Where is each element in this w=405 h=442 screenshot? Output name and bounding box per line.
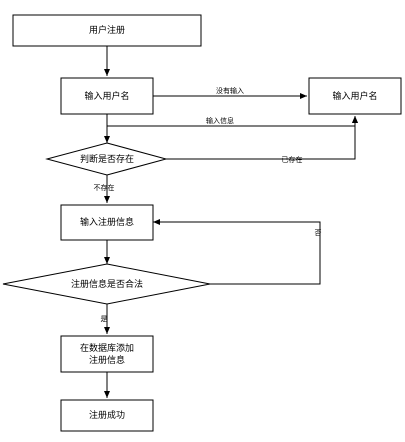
edge-label-no: 否 <box>315 229 322 237</box>
node-input-username-label: 输入用户名 <box>84 90 129 102</box>
node-input-register-info-label: 输入注册信息 <box>80 216 134 228</box>
node-input-username-right-label: 输入用户名 <box>332 90 377 102</box>
node-user-register-box <box>12 14 202 47</box>
node-register-success-label: 注册成功 <box>89 409 125 421</box>
edge-exists-loop <box>166 116 358 160</box>
edge-invalid-loop <box>153 219 321 285</box>
node-input-username-box <box>60 77 154 115</box>
node-add-to-db-label-line2: 注册信息 <box>89 354 125 366</box>
edge-label-yes: 是 <box>101 315 108 323</box>
edge-label-no-input: 没有输入 <box>216 86 244 95</box>
node-check-exists-diamond <box>45 142 168 176</box>
node-input-username-right-box <box>308 77 402 115</box>
node-add-to-db-box <box>60 335 154 373</box>
node-register-success-box <box>60 399 154 432</box>
node-user-register-label: 用户注册 <box>89 24 125 36</box>
edge-label-input-info: 输入信息 <box>206 116 234 125</box>
node-input-register-info-box <box>60 204 154 241</box>
node-add-to-db-label-line1: 在数据库添加 <box>80 342 134 354</box>
edge-label-not-exists: 不存在 <box>94 183 115 192</box>
node-check-valid-label: 注册信息是否合法 <box>71 278 143 290</box>
edge-label-exists: 已存在 <box>282 155 303 164</box>
node-check-valid-diamond <box>2 263 211 305</box>
node-check-exists-label: 判断是否存在 <box>80 153 134 165</box>
